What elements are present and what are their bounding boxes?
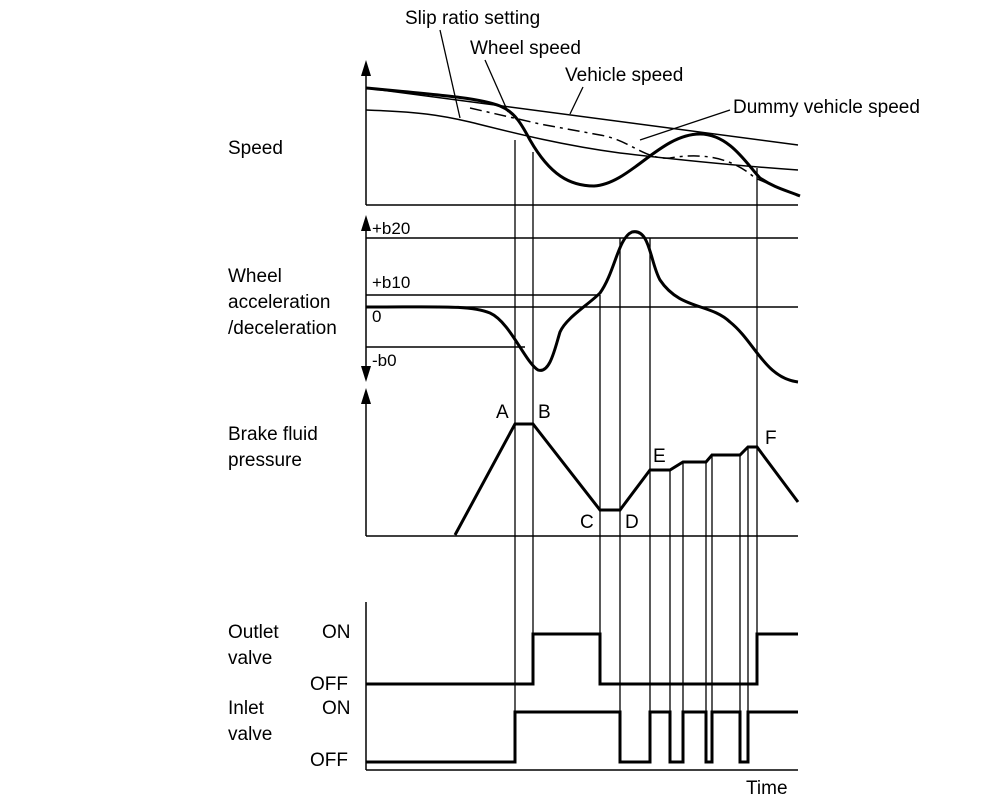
- curve-label-dummy: Dummy vehicle speed: [733, 97, 920, 118]
- row-label-speed: Speed: [228, 138, 283, 159]
- point-label-d: D: [625, 512, 639, 533]
- curve-label-vehicle: Vehicle speed: [565, 65, 683, 86]
- outlet-off-label: OFF: [310, 674, 348, 695]
- outlet-on-label: ON: [322, 622, 351, 643]
- dummy-vehicle-speed-curve: [469, 107, 799, 197]
- row-label-inlet-1: Inlet: [228, 698, 265, 719]
- outlet-valve-signal: [366, 632, 798, 686]
- leader-vehicle: [569, 86, 584, 115]
- accel-axis-arrow-up: [361, 215, 371, 231]
- leader-slip: [439, 29, 461, 119]
- leader-wheel: [484, 59, 509, 113]
- point-label-c: C: [580, 512, 594, 533]
- point-label-b: B: [538, 402, 551, 423]
- curve-label-wheel: Wheel speed: [470, 38, 581, 59]
- time-axis-label: Time: [746, 778, 788, 799]
- slip-ratio-curve: [365, 109, 799, 171]
- point-label-a: A: [496, 402, 509, 423]
- pressure-axis-arrow: [361, 388, 371, 404]
- point-label-e: E: [653, 446, 666, 467]
- speed-axis-arrow: [361, 60, 371, 76]
- level-b0-label: -b0: [372, 351, 397, 370]
- level-b20-label: +b20: [372, 219, 410, 238]
- level-zero-label: 0: [372, 307, 381, 326]
- row-label-inlet-2: valve: [228, 724, 272, 745]
- row-label-pressure-2: pressure: [228, 450, 302, 471]
- row-label-accel-2: acceleration: [228, 292, 330, 313]
- row-label-accel-3: /deceleration: [228, 318, 337, 339]
- row-label-accel-1: Wheel: [228, 266, 282, 287]
- wheel-speed-curve: [365, 86, 801, 198]
- inlet-off-label: OFF: [310, 750, 348, 771]
- inlet-valve-signal: [366, 710, 798, 764]
- level-b10-label: +b10: [372, 273, 410, 292]
- accel-axis-arrow-down: [361, 366, 371, 382]
- row-label-outlet-1: Outlet: [228, 622, 279, 643]
- inlet-on-label: ON: [322, 698, 351, 719]
- vehicle-speed-curve: [365, 87, 799, 146]
- leader-dummy: [639, 109, 731, 141]
- row-label-outlet-2: valve: [228, 648, 272, 669]
- point-label-f: F: [765, 428, 777, 449]
- brake-pressure-curve: [453, 422, 800, 536]
- wheel-acceleration-curve: [365, 230, 799, 384]
- timing-guides: [514, 140, 758, 762]
- curve-label-slip: Slip ratio setting: [405, 8, 540, 29]
- row-label-pressure-1: Brake fluid: [228, 424, 318, 445]
